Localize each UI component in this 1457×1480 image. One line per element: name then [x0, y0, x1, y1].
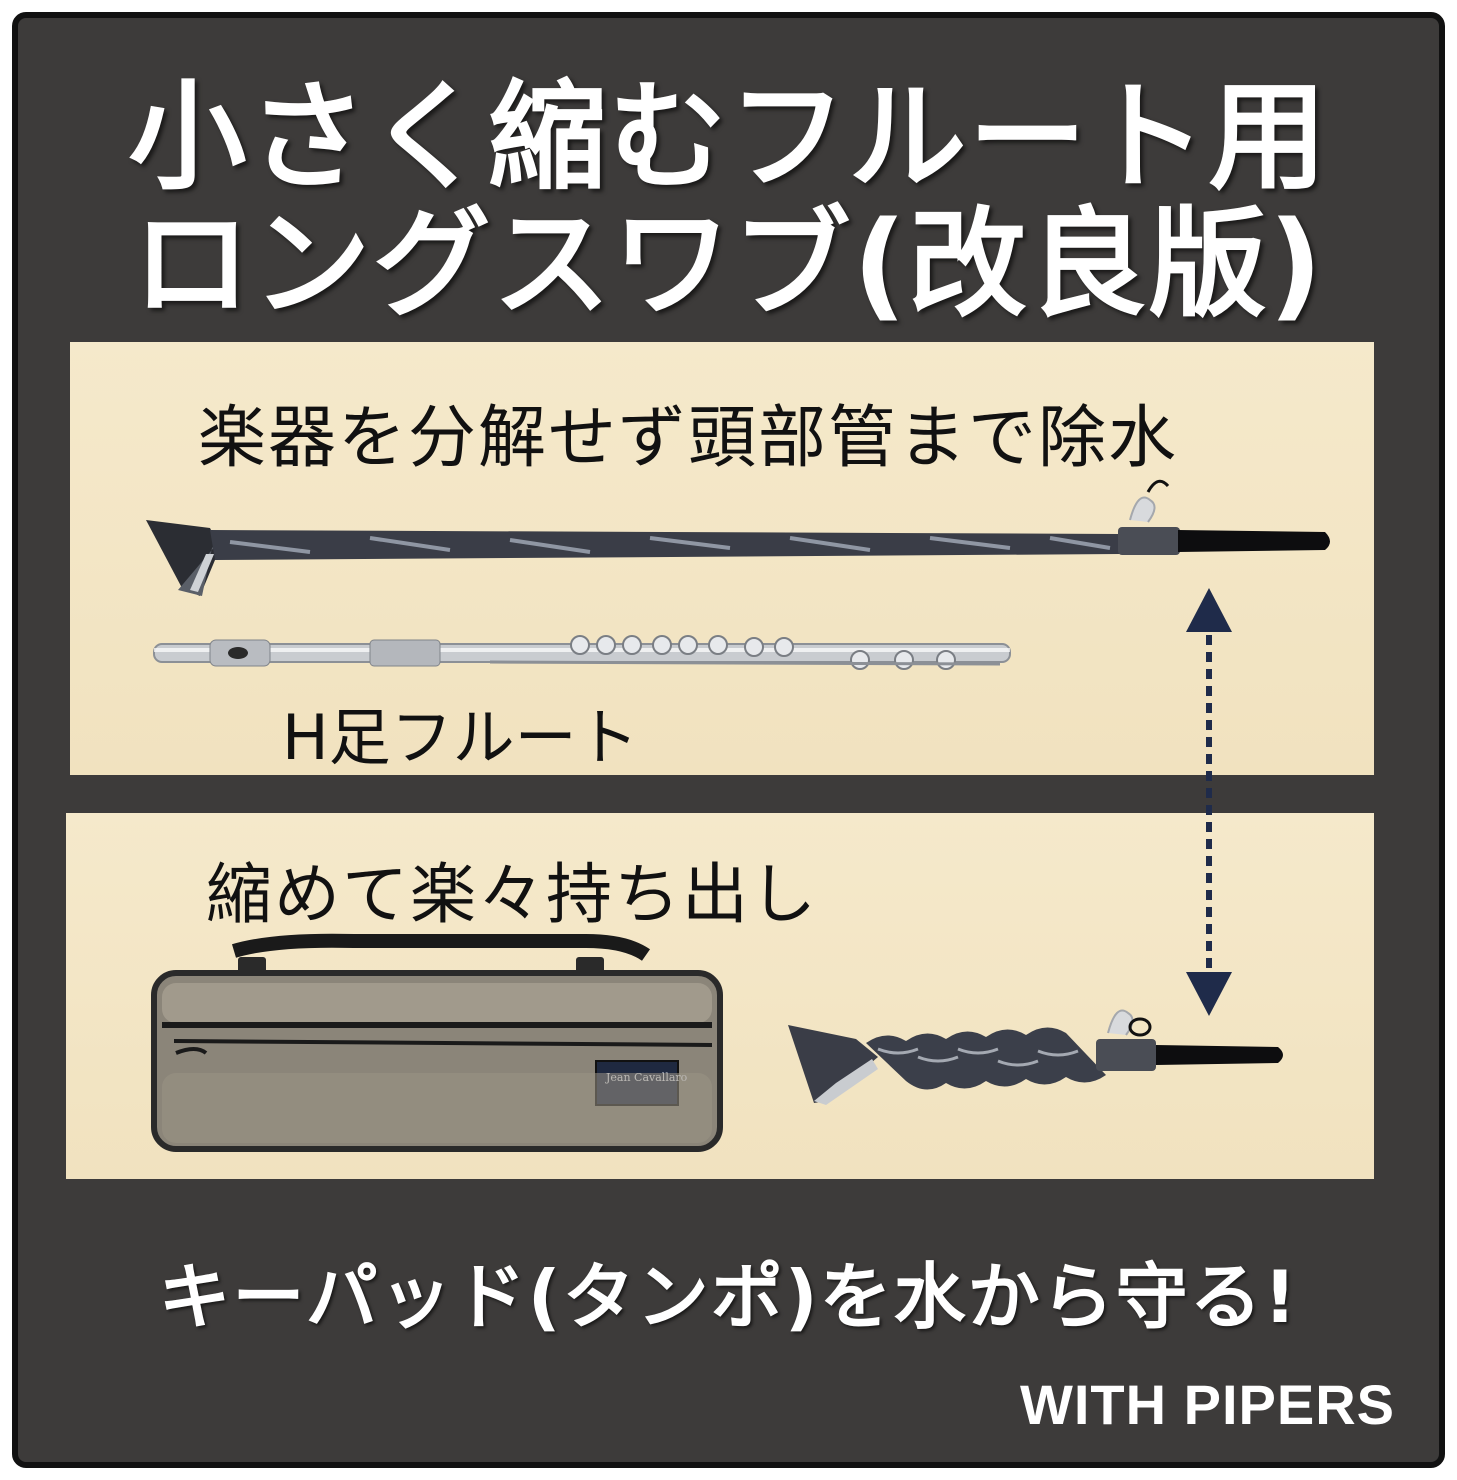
- shrunk-swab-illustration: [788, 1009, 1283, 1105]
- bottom-caption: 縮めて楽々持ち出し: [206, 856, 818, 933]
- title-line-1: 小さく縮むフルート用: [128, 68, 1329, 206]
- tagline: キーパッド(タンポ)を水から守る!: [158, 1255, 1299, 1339]
- top-caption: 楽器を分解せず頭部管まで除水: [198, 399, 1179, 478]
- bottom-photo-panel: 縮めて楽々持ち出し Jean Cavallaro: [66, 813, 1374, 1179]
- brand-label: WITH PIPERS: [1019, 1373, 1395, 1436]
- flute-case-illustration: Jean Cavallaro: [151, 933, 723, 1152]
- title-line-2: ロングスワブ(改良版): [132, 195, 1325, 333]
- flute-illustration: [153, 635, 1011, 670]
- top-photo-panel: 楽器を分解せず頭部管まで除水 H足フルート: [70, 342, 1374, 775]
- flute-label: H足フルート: [282, 701, 639, 774]
- extended-swab-illustration: [146, 479, 1330, 596]
